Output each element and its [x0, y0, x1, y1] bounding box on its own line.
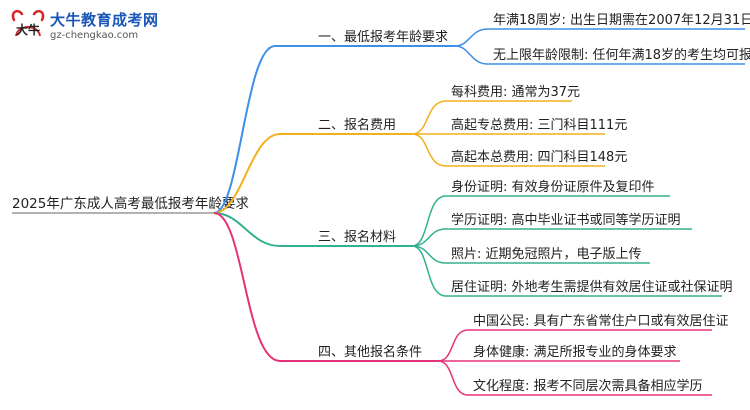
branch-1-connector: [213, 45, 276, 214]
branch-4-leaf-connector-3: [437, 360, 469, 396]
branch-3-leaf-connector-4: [411, 245, 447, 297]
branch-2-leaf-2: 高起专总费用: 三门科目111元: [451, 117, 627, 133]
branch-3-leaf-1: 身份证明: 有效身份证原件及复印件: [451, 179, 655, 195]
bull-logo-icon: 大牛: [11, 9, 45, 37]
branch-2-leaf-3: 高起本总费用: 四门科目148元: [451, 149, 627, 165]
branch-3-leaf-2: 学历证明: 高中毕业证书或同等学历证明: [451, 212, 681, 228]
branch-4: 四、其他报名条件 中国公民: 具有广东省常住户口或有效居住证 身体健康: 满足所…: [213, 212, 729, 396]
branch-2-leaf-1: 每科费用: 通常为37元: [451, 84, 580, 100]
branch-4-leaf-connector-1: [437, 329, 469, 362]
branch-2: 二、报名费用 每科费用: 通常为37元 高起专总费用: 三门科目111元 高起本…: [213, 84, 627, 214]
branch-3-leaf-3: 照片: 近期免冠照片，电子版上传: [451, 247, 642, 262]
branch-2-leaf-connector-1: [411, 100, 447, 135]
root-label: 2025年广东成人高考最低报考年龄要求: [12, 195, 249, 212]
branch-4-label: 四、其他报名条件: [318, 344, 422, 360]
root-node: 2025年广东成人高考最低报考年龄要求: [12, 195, 249, 214]
branch-4-leaf-1: 中国公民: 具有广东省常住户口或有效居住证: [473, 313, 729, 329]
branch-1-leaf-1: 年满18周岁: 出生日期需在2007年12月31日之前: [493, 12, 750, 28]
branch-1-leaf-connector-2: [454, 45, 489, 65]
logo-title: 大牛教育成考网: [50, 11, 159, 29]
branch-3-connector: [213, 212, 281, 247]
branch-1-label: 一、最低报考年龄要求: [318, 30, 448, 45]
branch-3-leaf-4: 居住证明: 外地考生需提供有效居住证或社保证明: [451, 279, 733, 295]
branch-3-leaf-connector-2: [411, 228, 447, 247]
branch-1-leaf-connector-1: [454, 28, 489, 47]
branch-2-leaf-connector-3: [411, 133, 447, 167]
branch-4-leaf-2: 身体健康: 满足所报专业的身体要求: [473, 344, 677, 360]
branch-3-label: 三、报名材料: [318, 229, 396, 245]
branch-2-label: 二、报名费用: [318, 117, 396, 133]
branch-2-connector: [213, 133, 281, 214]
branch-4-leaf-3: 文化程度: 报考不同层次需具备相应学历: [473, 378, 703, 394]
branch-3-leaf-connector-1: [411, 195, 447, 247]
logo-url: gz-chengkao.com: [50, 30, 139, 41]
logo-mark-text: 大牛: [16, 22, 40, 37]
site-logo[interactable]: 大牛 大牛教育成考网 gz-chengkao.com: [8, 6, 168, 50]
branch-1: 一、最低报考年龄要求 年满18周岁: 出生日期需在2007年12月31日之前 无…: [213, 12, 750, 214]
branch-1-leaf-2: 无上限年龄限制: 任何年满18岁的考生均可报名: [493, 47, 750, 63]
branch-4-connector: [213, 212, 281, 362]
branch-3: 三、报名材料 身份证明: 有效身份证原件及复印件 学历证明: 高中毕业证书或同等…: [213, 179, 733, 297]
